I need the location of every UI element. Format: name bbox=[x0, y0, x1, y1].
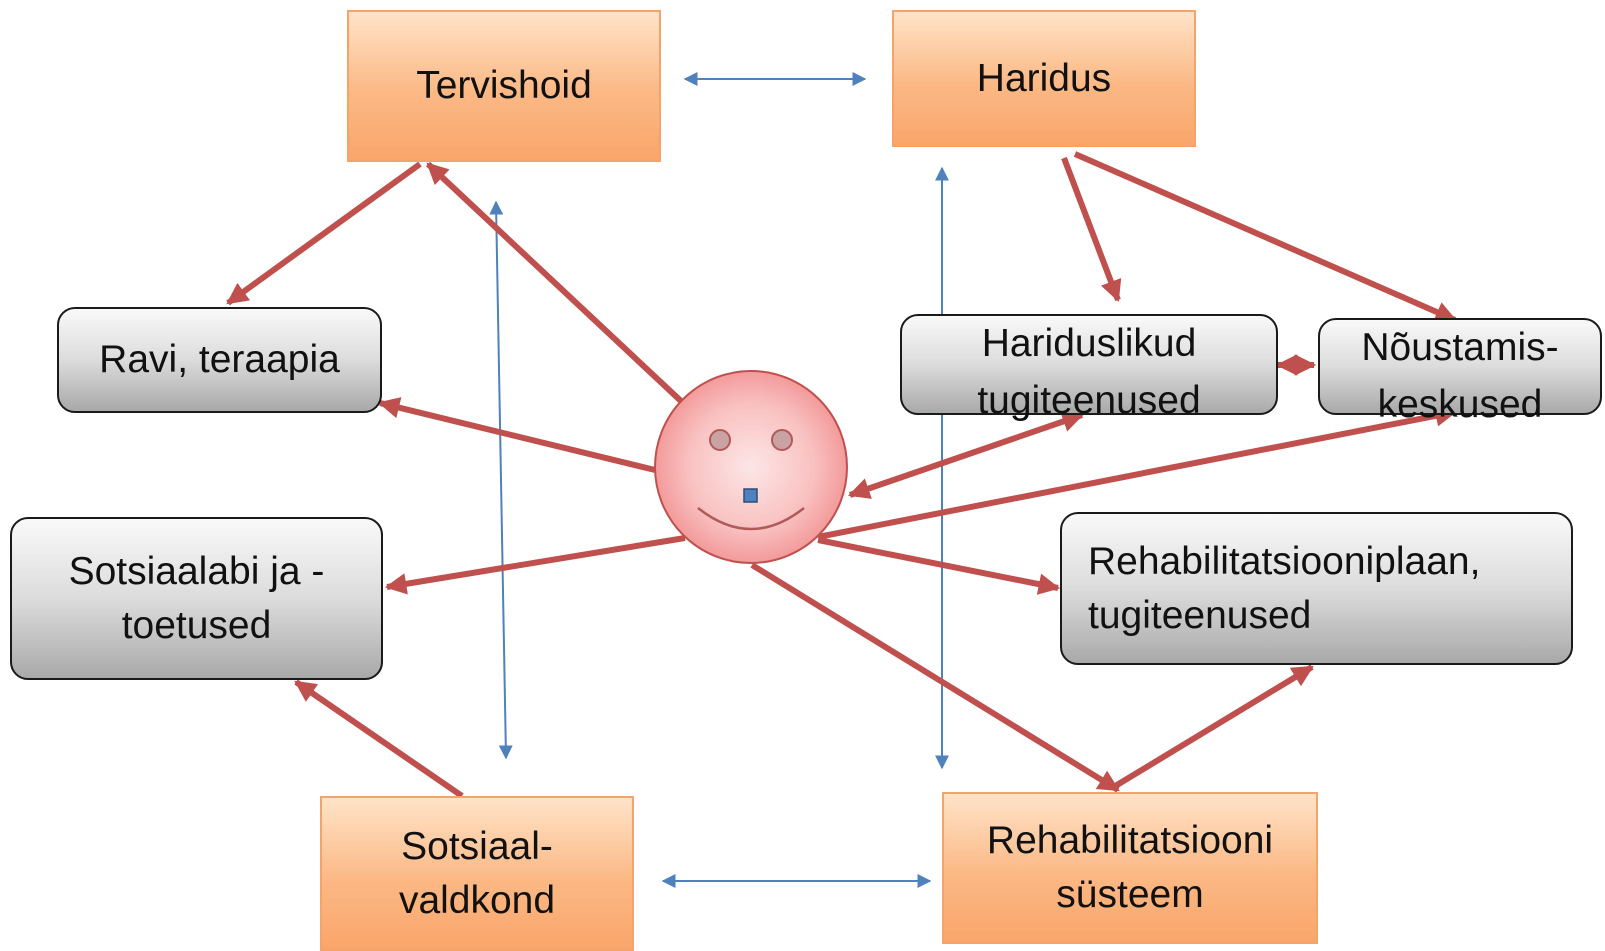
arrow-person-to-therapy bbox=[377, 397, 656, 473]
arrow-person-to-counselling bbox=[817, 405, 1458, 540]
sector-education: Haridus bbox=[892, 10, 1196, 147]
arrow-healthcare-to-therapy bbox=[226, 161, 422, 306]
service-educational-support-line2: tugiteenused bbox=[977, 378, 1201, 422]
arrow-person-to-healthcare bbox=[425, 161, 685, 405]
service-social-support: Sotsiaalabi ja - toetused bbox=[10, 517, 383, 680]
sector-healthcare-label: Tervishoid bbox=[416, 64, 592, 108]
service-counselling-line2: keskused bbox=[1377, 382, 1543, 426]
arrow-person-educational-support bbox=[847, 411, 1085, 499]
service-educational-support: Hariduslikud tugiteenused bbox=[900, 314, 1278, 422]
arrow-person-to-rehabilitation bbox=[750, 562, 1120, 793]
nose bbox=[743, 488, 758, 503]
arrow-education-to-counselling bbox=[1073, 151, 1457, 323]
service-counselling: Nõustamis- keskused bbox=[1318, 318, 1602, 426]
arrow-rehabilitation-to-rehab-plan bbox=[1110, 664, 1314, 791]
person-face bbox=[654, 370, 848, 564]
sector-healthcare: Tervishoid bbox=[347, 10, 661, 162]
arrow-person-to-rehab-plan bbox=[817, 537, 1061, 595]
service-arrows bbox=[226, 151, 1458, 799]
service-social-support-line1: Sotsiaalabi ja - bbox=[68, 549, 325, 593]
sector-social-label-line1: Sotsiaal- bbox=[401, 824, 553, 868]
right-eye bbox=[771, 429, 793, 451]
sector-rehabilitation-label-line2: süsteem bbox=[1056, 873, 1204, 916]
link-healthcare-social bbox=[489, 200, 513, 760]
service-rehab-plan: Rehabilitatsiooniplaan, tugiteenused bbox=[1060, 512, 1573, 665]
service-social-support-line2: toetused bbox=[121, 603, 272, 647]
sector-social: Sotsiaal- valdkond bbox=[320, 796, 634, 951]
face-circle bbox=[654, 370, 848, 564]
arrow-person-to-social-support bbox=[384, 535, 686, 595]
sector-social-label-line2: valdkond bbox=[398, 878, 556, 922]
service-therapy-label: Ravi, teraapia bbox=[99, 338, 340, 382]
sector-education-label: Haridus bbox=[976, 56, 1112, 100]
arrow-education-to-educational-support bbox=[1061, 156, 1122, 303]
service-counselling-line1: Nõustamis- bbox=[1361, 326, 1559, 369]
service-educational-support-line1: Hariduslikud bbox=[981, 322, 1197, 365]
left-eye bbox=[709, 429, 731, 451]
mouth bbox=[697, 507, 805, 531]
sector-rehabilitation: Rehabilitatsiooni süsteem bbox=[942, 792, 1318, 944]
arrow-social-to-social-support bbox=[294, 679, 464, 799]
service-rehab-plan-line1: Rehabilitatsiooniplaan, bbox=[1088, 539, 1481, 583]
service-rehab-plan-line2: tugiteenused bbox=[1088, 593, 1312, 637]
sector-rehabilitation-label-line1: Rehabilitatsiooni bbox=[986, 819, 1274, 863]
service-therapy: Ravi, teraapia bbox=[57, 307, 382, 413]
